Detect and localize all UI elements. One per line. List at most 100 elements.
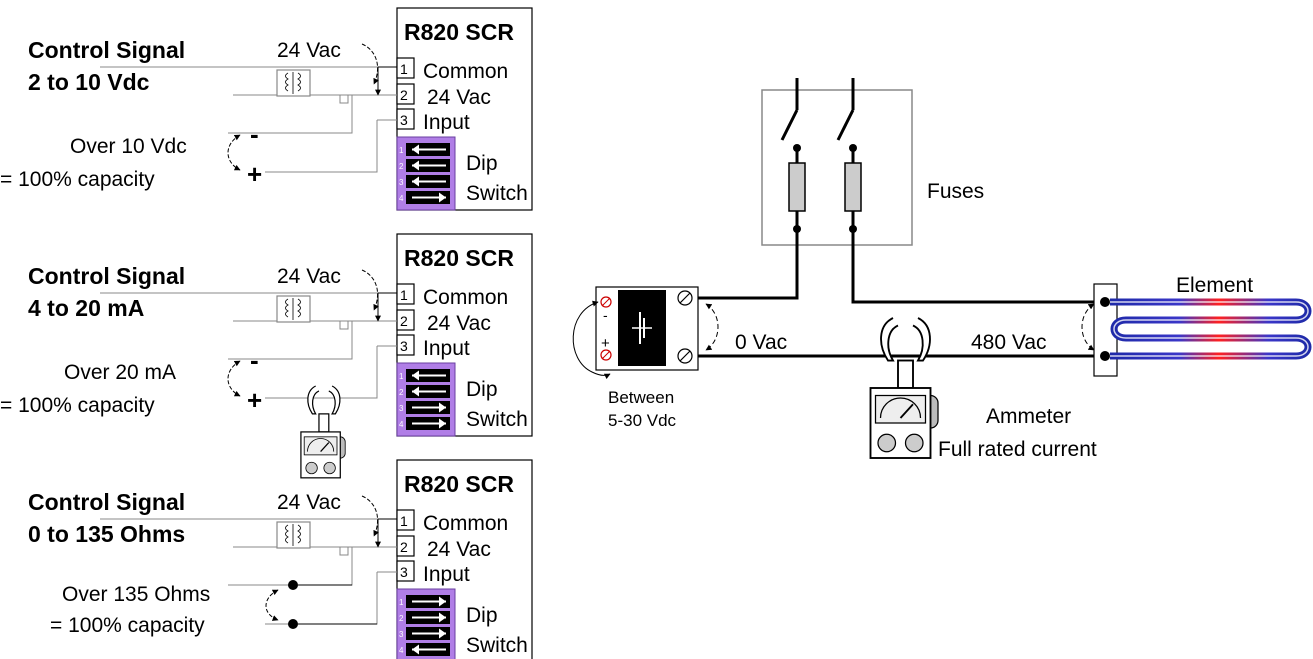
dip-position: 3 xyxy=(399,404,404,413)
fuses-label: Fuses xyxy=(927,180,984,203)
ammeter-line2: Full rated current xyxy=(938,438,1097,461)
terminal-label: Common xyxy=(423,60,508,83)
panel-title-line2: 4 to 20 mA xyxy=(28,295,144,321)
terminal-label: Common xyxy=(423,512,508,535)
terminal-label: Input xyxy=(423,111,470,134)
arrow-right-icon xyxy=(439,402,446,413)
arrow-right-icon xyxy=(439,596,446,607)
scr-title: R820 SCR xyxy=(404,245,514,271)
terminal-box xyxy=(396,509,415,531)
dip-label-line2: Switch xyxy=(466,182,528,205)
terminal-label: 24 Vac xyxy=(427,312,491,335)
note-line2: = 100% capacity xyxy=(0,394,155,417)
arrow-left-icon xyxy=(412,176,419,187)
scr-title: R820 SCR xyxy=(404,471,514,497)
dip-position: 2 xyxy=(399,388,404,397)
dip-position: 4 xyxy=(399,194,404,203)
fuse xyxy=(844,162,862,212)
dip-position: 4 xyxy=(399,646,404,655)
terminal-label: 24 Vac xyxy=(427,538,491,561)
dip-position: 2 xyxy=(399,614,404,623)
terminal-label: 24 Vac xyxy=(427,86,491,109)
arrow-right-icon xyxy=(439,418,446,429)
transformer-label: 24 Vac xyxy=(277,265,341,288)
signal-minus: - xyxy=(250,345,259,375)
resistor-terminal xyxy=(288,619,298,629)
dip-position: 3 xyxy=(399,178,404,187)
transformer-label: 24 Vac xyxy=(277,39,341,62)
transformer-icon xyxy=(276,69,311,97)
panel-0-135ohms: Control Signal 0 to 135 Ohms 24 Vac R820 SC… xyxy=(28,459,533,659)
terminal-number: 1 xyxy=(400,287,408,303)
arrow-left-icon xyxy=(412,644,419,655)
signal-minus: - xyxy=(250,119,259,149)
dip-position: 1 xyxy=(399,372,404,381)
switch-blade xyxy=(780,109,799,141)
dip-position: 2 xyxy=(399,162,404,171)
dip-label-line1: Dip xyxy=(466,378,498,401)
scr-input-plus: + xyxy=(601,335,610,352)
terminal-box xyxy=(396,57,415,79)
note-line1: Over 135 Ohms xyxy=(62,583,210,606)
terminal-number: 3 xyxy=(400,338,408,354)
arrow-right-icon xyxy=(439,612,446,623)
ammeter-icon xyxy=(300,385,346,479)
scr-input-minus: - xyxy=(603,307,608,323)
dip-label-line1: Dip xyxy=(466,152,498,175)
transformer-icon xyxy=(276,295,311,323)
dip-position: 1 xyxy=(399,146,404,155)
note-line1: Over 20 mA xyxy=(64,361,176,384)
arrow-left-icon xyxy=(412,370,419,381)
panel-title-line1: Control Signal xyxy=(28,263,185,289)
terminal-number: 2 xyxy=(400,87,408,103)
scr-input-line1: Between xyxy=(608,388,674,407)
terminal-box xyxy=(396,108,415,130)
ammeter-line1: Ammeter xyxy=(986,405,1071,428)
terminal-number: 1 xyxy=(400,61,408,77)
panel-title-line1: Control Signal xyxy=(28,489,185,515)
terminal-label: Input xyxy=(423,563,470,586)
signal-plus: + xyxy=(247,159,262,189)
terminal-number: 3 xyxy=(400,564,408,580)
dip-label-line2: Switch xyxy=(466,634,528,657)
note-line1: Over 10 Vdc xyxy=(70,135,187,158)
resistor-terminal xyxy=(288,580,298,590)
terminal-box xyxy=(396,283,415,305)
scr-title: R820 SCR xyxy=(404,19,514,45)
dip-position: 1 xyxy=(399,598,404,607)
voltage-scr: 0 Vac xyxy=(735,331,787,354)
dip-label-line2: Switch xyxy=(466,408,528,431)
terminal-label: Input xyxy=(423,337,470,360)
terminal-label: Common xyxy=(423,286,508,309)
ammeter-icon xyxy=(869,317,939,459)
arrow-left-icon xyxy=(412,144,419,155)
arrow-right-icon xyxy=(439,628,446,639)
note-line2: = 100% capacity xyxy=(0,168,155,191)
terminal-box xyxy=(396,560,415,582)
transformer-icon xyxy=(276,521,311,549)
element-label: Element xyxy=(1176,274,1253,297)
panel-title-line1: Control Signal xyxy=(28,37,185,63)
voltage-element: 480 Vac xyxy=(971,331,1047,354)
terminal-number: 2 xyxy=(400,539,408,555)
panel-title-line2: 0 to 135 Ohms xyxy=(28,521,185,547)
power-circuit: Fuses - + Between 5-30 Vdc 0 Vac 480 Vac xyxy=(572,78,1312,461)
terminal-box xyxy=(396,334,415,356)
terminal-number: 3 xyxy=(400,112,408,128)
arrow-left-icon xyxy=(412,386,419,397)
panel-2-10vdc: Control Signal 2 to 10 Vdc 24 Vac R820 SCR 1… xyxy=(0,7,533,211)
arrow-right-icon xyxy=(439,192,446,203)
heating-element xyxy=(1110,298,1312,360)
terminal-box xyxy=(396,535,415,557)
terminal-number: 2 xyxy=(400,313,408,329)
dip-position: 3 xyxy=(399,630,404,639)
panel-title-line2: 2 to 10 Vdc xyxy=(28,69,150,95)
scr-input-line2: 5-30 Vdc xyxy=(608,411,677,430)
terminal-box xyxy=(396,309,415,331)
arrow-left-icon xyxy=(412,160,419,171)
fuse xyxy=(788,162,806,212)
transformer-label: 24 Vac xyxy=(277,491,341,514)
note-line2: = 100% capacity xyxy=(50,614,205,637)
